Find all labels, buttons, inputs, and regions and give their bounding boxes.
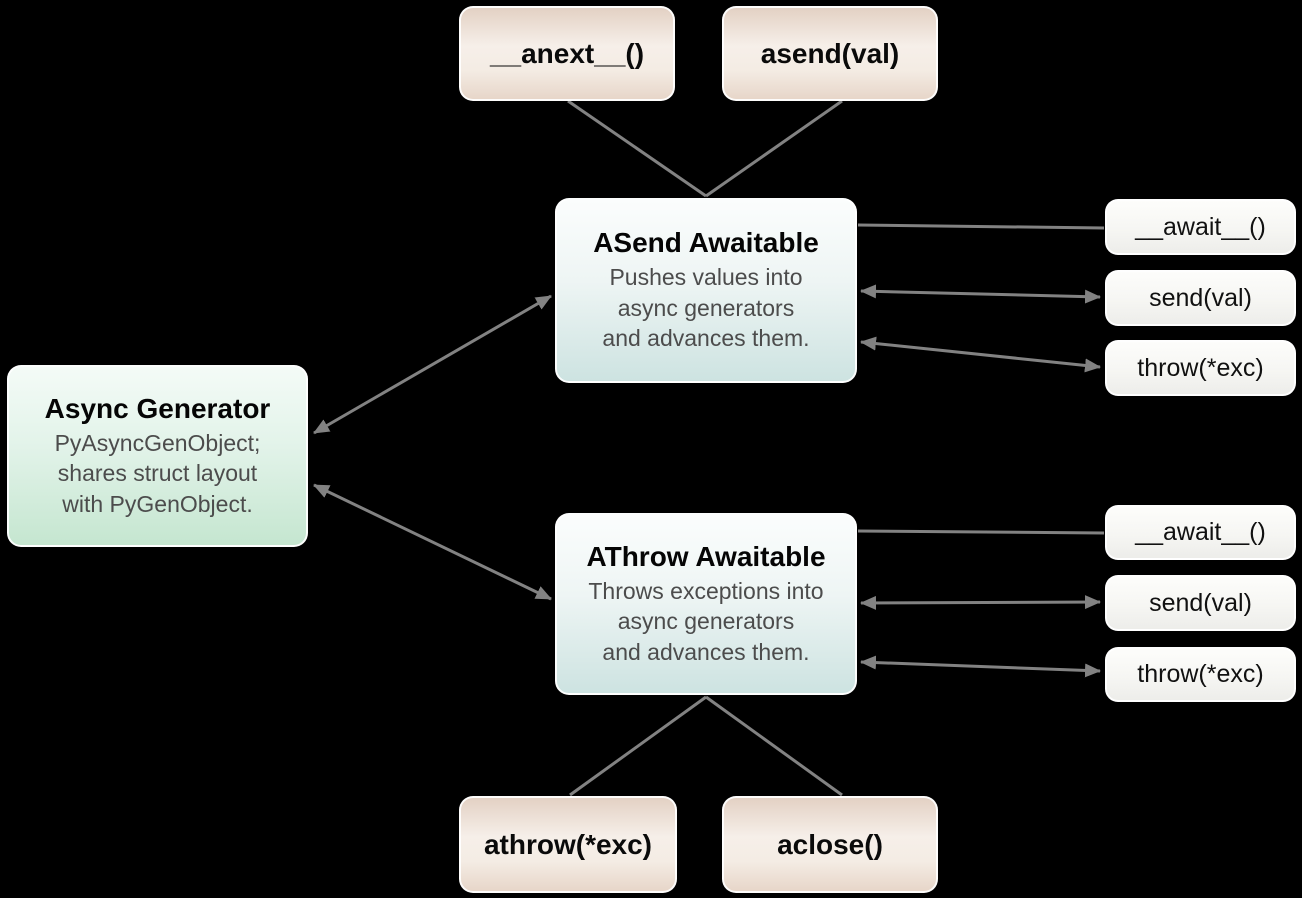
node-label: send(val) bbox=[1149, 588, 1252, 617]
node-label: send(val) bbox=[1149, 283, 1252, 312]
edge-athrow-awaitable-to-athrowexc bbox=[569, 695, 707, 797]
node-asend-method: asend(val) bbox=[722, 6, 938, 101]
node-label: __await__() bbox=[1135, 518, 1266, 546]
node-description: PyAsyncGenObject; shares struct layout w… bbox=[54, 429, 261, 517]
edge-asend-throw bbox=[860, 336, 1101, 373]
edge-generator-asend-awaitable bbox=[313, 294, 552, 435]
edge-asendval-to-asend-awaitable bbox=[705, 99, 843, 198]
node-athrow-method: athrow(*exc) bbox=[459, 796, 677, 893]
node-athrow-send-interface: send(val) bbox=[1105, 575, 1296, 631]
node-asend-await-interface: __await__() bbox=[1105, 199, 1296, 255]
edge-generator-athrow-awaitable bbox=[313, 483, 552, 601]
node-description: Pushes values into async generators and … bbox=[602, 264, 810, 352]
edge-athrow-send bbox=[860, 595, 1101, 610]
node-title: ASend Awaitable bbox=[593, 227, 819, 259]
node-label: athrow(*exc) bbox=[483, 828, 653, 860]
node-asend-awaitable: ASend Awaitable Pushes values into async… bbox=[555, 198, 857, 383]
node-title: AThrow Awaitable bbox=[586, 540, 826, 572]
node-label: __await__() bbox=[1135, 212, 1266, 241]
node-label: __anext__() bbox=[489, 37, 645, 69]
node-label: throw(*exc) bbox=[1137, 353, 1264, 382]
edge-athrow-throw bbox=[860, 655, 1101, 678]
node-label: throw(*exc) bbox=[1137, 660, 1264, 688]
node-async-generator: Async Generator PyAsyncGenObject; shares… bbox=[7, 365, 308, 547]
edge-athrow-await bbox=[857, 529, 1105, 535]
node-anext-method: __anext__() bbox=[459, 6, 675, 101]
edge-athrow-awaitable-to-aclose bbox=[705, 695, 843, 797]
edge-asend-await bbox=[857, 223, 1105, 230]
node-aclose-method: aclose() bbox=[722, 796, 938, 893]
node-label: aclose() bbox=[777, 828, 883, 860]
edge-anext-to-asend-awaitable bbox=[567, 99, 707, 198]
node-description: Throws exceptions into async generators … bbox=[588, 577, 824, 665]
edge-asend-send bbox=[860, 284, 1101, 304]
node-asend-throw-interface: throw(*exc) bbox=[1105, 340, 1296, 396]
node-asend-send-interface: send(val) bbox=[1105, 270, 1296, 326]
node-title: Async Generator bbox=[44, 392, 271, 424]
node-athrow-await-interface: __await__() bbox=[1105, 505, 1296, 560]
node-label: asend(val) bbox=[760, 37, 900, 69]
node-athrow-awaitable: AThrow Awaitable Throws exceptions into … bbox=[555, 513, 857, 695]
node-athrow-throw-interface: throw(*exc) bbox=[1105, 647, 1296, 702]
